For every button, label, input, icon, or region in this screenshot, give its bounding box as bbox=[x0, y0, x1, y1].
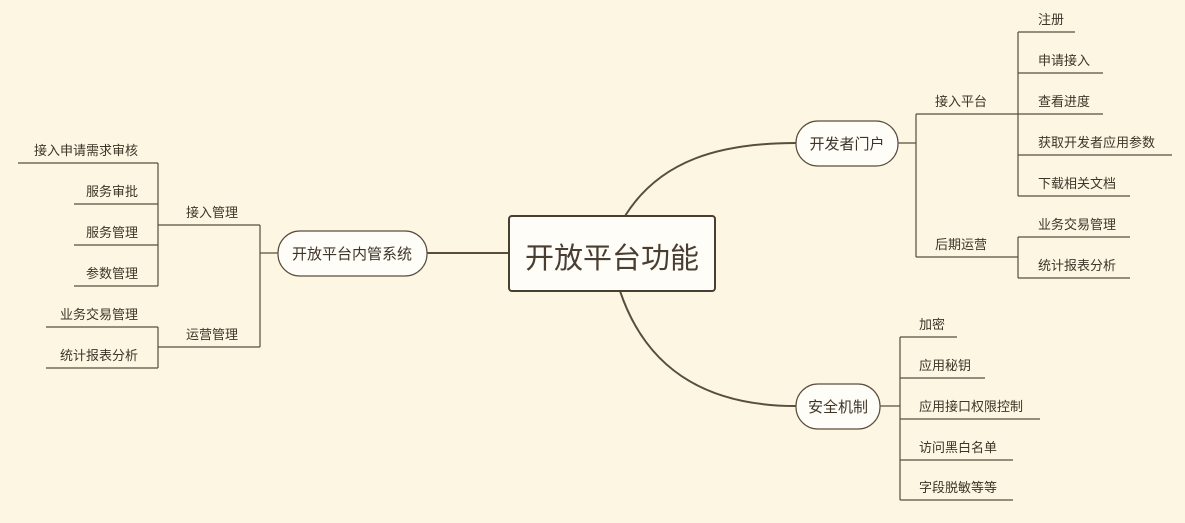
leaf-item[interactable]: 获取开发者应用参数 bbox=[1038, 135, 1155, 151]
branch-curve-portal bbox=[624, 142, 797, 217]
leaf-item[interactable]: 下载相关文档 bbox=[1038, 177, 1116, 192]
branch-curve-security bbox=[619, 290, 797, 407]
group-access-platform[interactable]: 接入平台 bbox=[935, 94, 987, 110]
leaf-item[interactable]: 参数管理 bbox=[86, 266, 138, 282]
connectors bbox=[18, 31, 1172, 501]
leaf-item[interactable]: 申请接入 bbox=[1038, 53, 1090, 69]
leaf-item[interactable]: 应用接口权限控制 bbox=[919, 399, 1023, 415]
group-later-operation[interactable]: 后期运营 bbox=[935, 238, 987, 253]
node-admin-system[interactable]: 开放平台内管系统 bbox=[277, 230, 428, 277]
leaf-item[interactable]: 查看进度 bbox=[1038, 94, 1090, 110]
leaf-item[interactable]: 字段脱敏等等 bbox=[919, 480, 997, 496]
node-label: 开发者门户 bbox=[809, 135, 884, 153]
leaf-item[interactable]: 业务交易管理 bbox=[60, 307, 138, 323]
leaf-item[interactable]: 加密 bbox=[919, 317, 945, 333]
leaf-item[interactable]: 应用秘钥 bbox=[919, 358, 971, 374]
root-node[interactable]: 开放平台功能 bbox=[508, 215, 716, 292]
leaf-item[interactable]: 统计报表分析 bbox=[1038, 259, 1116, 274]
leaf-item[interactable]: 接入申请需求审核 bbox=[34, 143, 138, 159]
leaf-item[interactable]: 业务交易管理 bbox=[1038, 217, 1116, 233]
node-developer-portal[interactable]: 开发者门户 bbox=[795, 120, 899, 167]
leaf-item[interactable]: 注册 bbox=[1038, 13, 1064, 28]
leaf-item[interactable]: 服务管理 bbox=[86, 225, 138, 241]
group-access-management[interactable]: 接入管理 bbox=[186, 205, 238, 221]
group-operation-management[interactable]: 运营管理 bbox=[186, 328, 238, 343]
leaf-item[interactable]: 服务审批 bbox=[86, 184, 138, 200]
node-security[interactable]: 安全机制 bbox=[795, 383, 881, 430]
leaf-item[interactable]: 统计报表分析 bbox=[60, 349, 138, 364]
node-label: 安全机制 bbox=[808, 398, 868, 416]
node-label: 开放平台内管系统 bbox=[292, 245, 412, 263]
root-label: 开放平台功能 bbox=[525, 241, 699, 275]
leaf-item[interactable]: 访问黑白名单 bbox=[919, 440, 997, 456]
